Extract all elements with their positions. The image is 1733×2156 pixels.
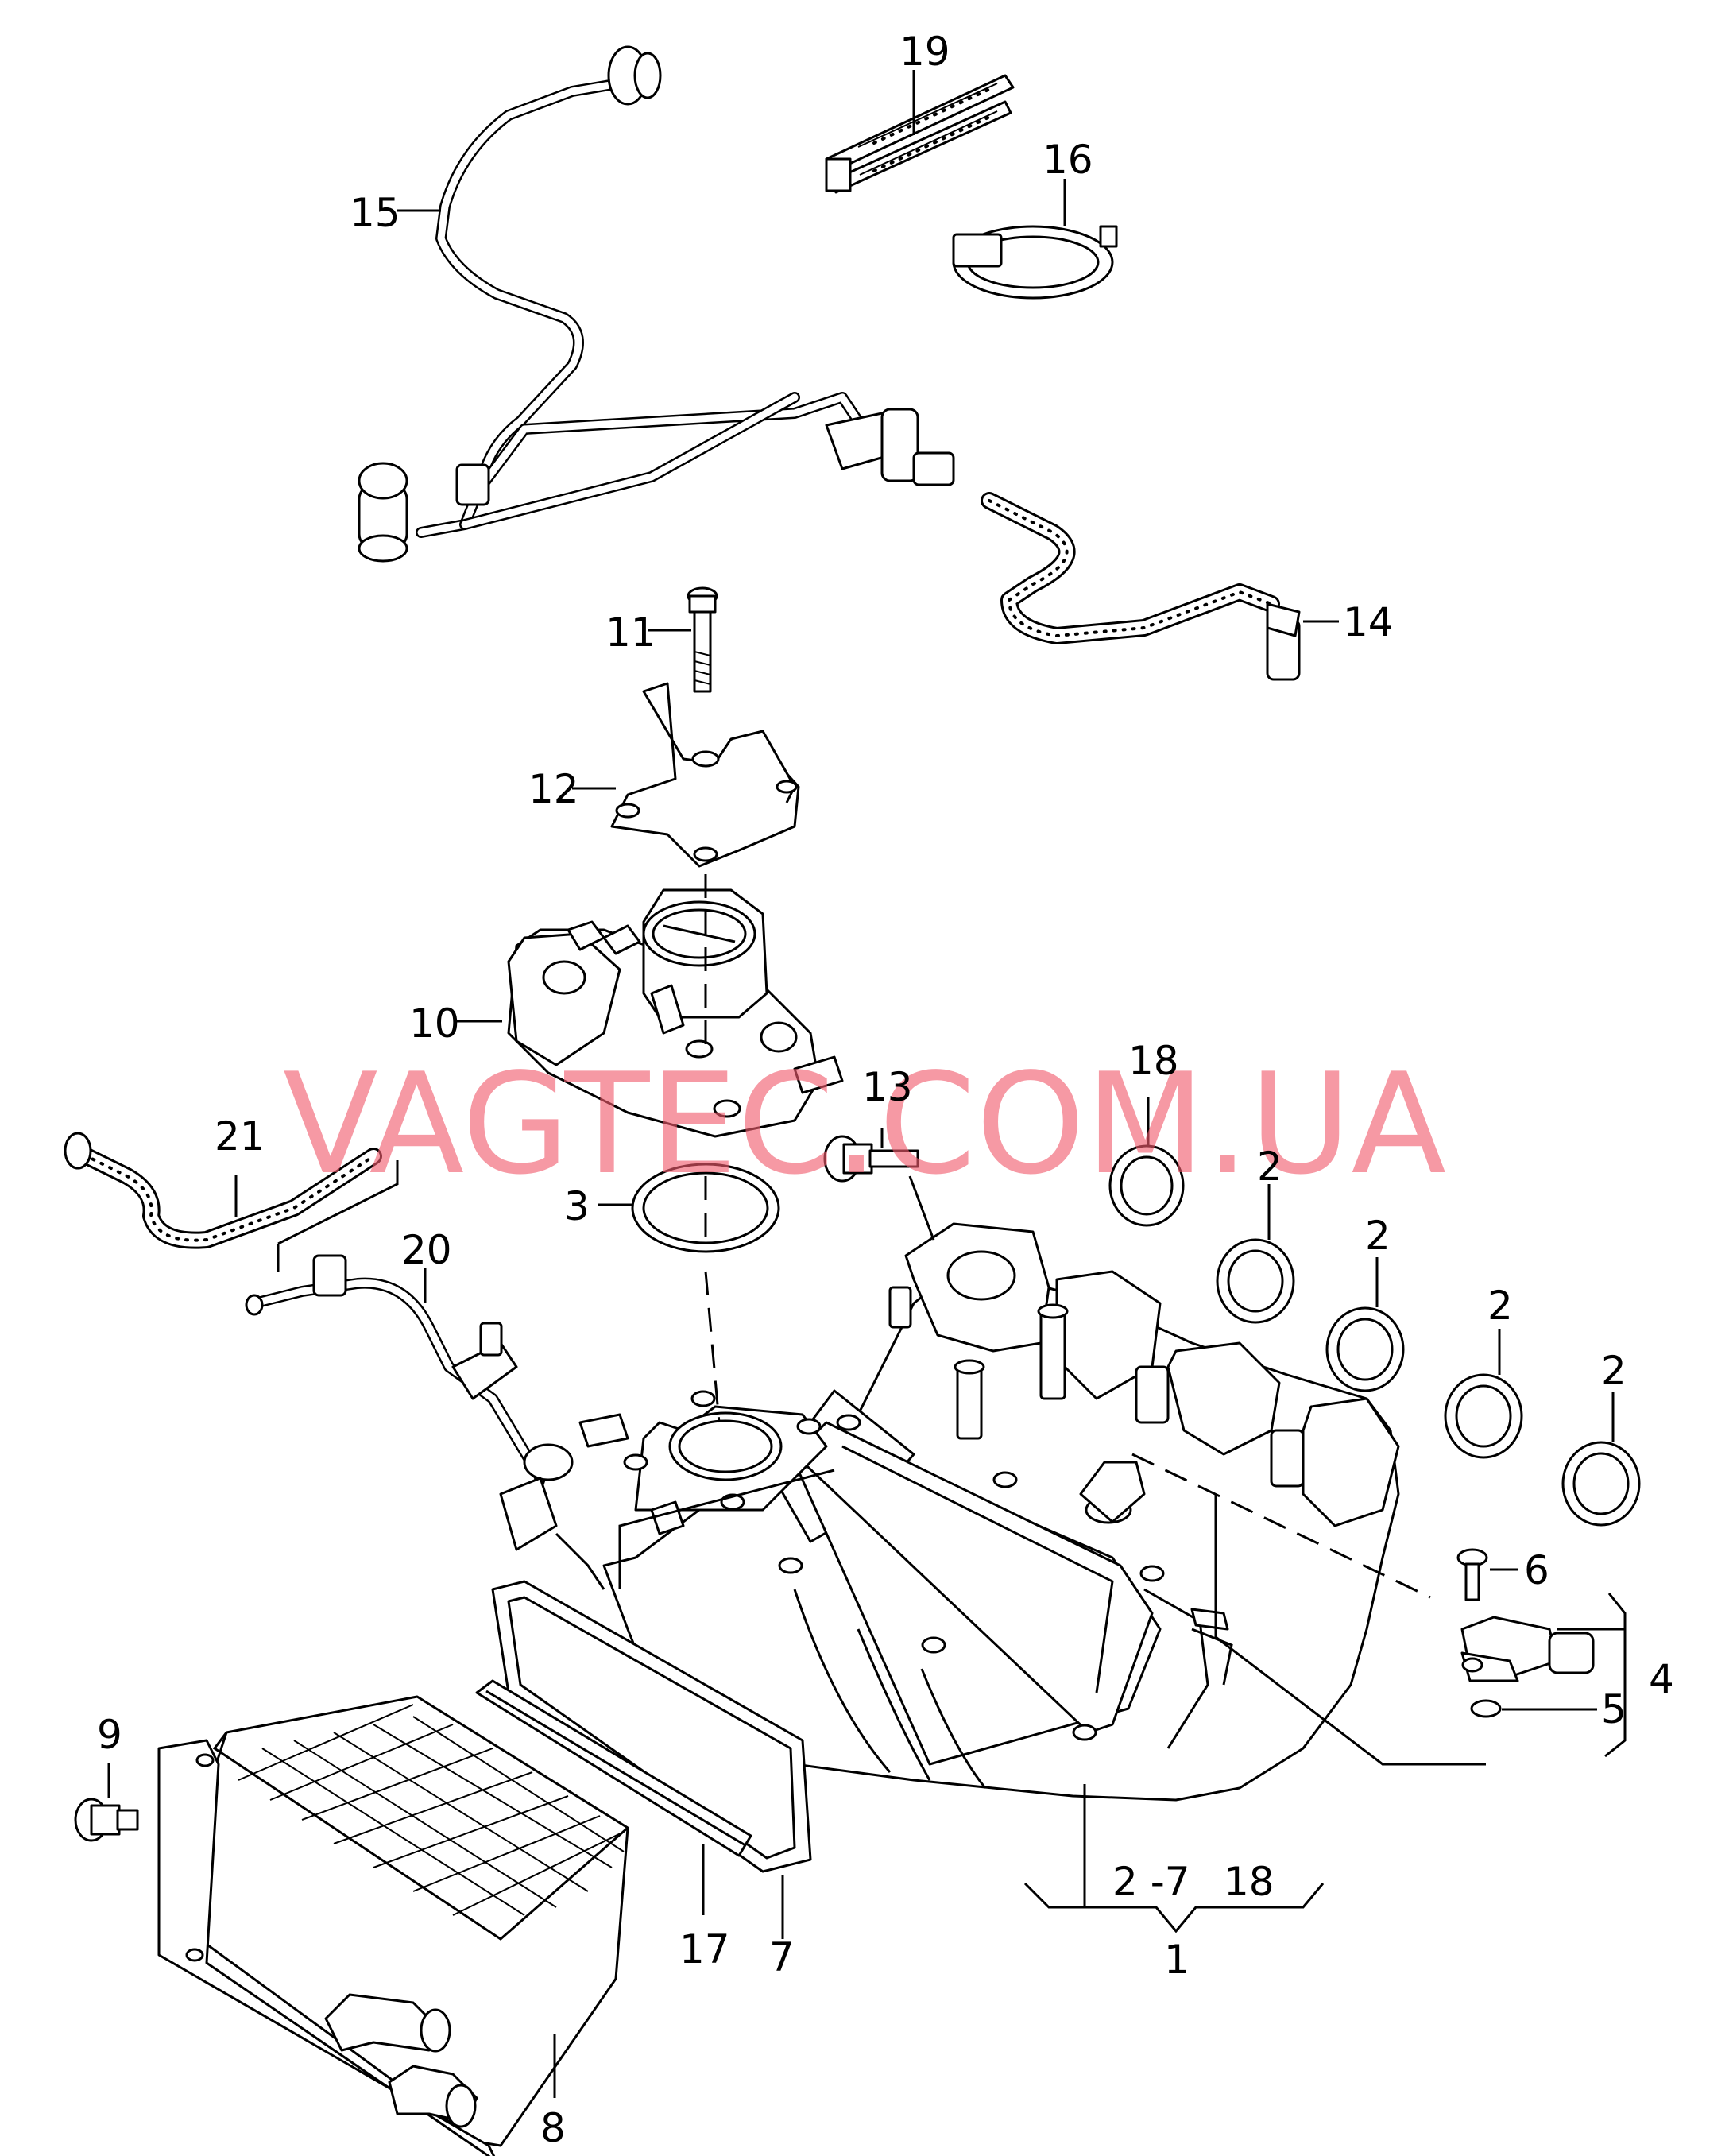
seal-ring-2-d[interactable] — [1561, 1392, 1641, 1527]
screw-6[interactable] — [1456, 1548, 1518, 1601]
callout-13: 13 — [862, 1064, 913, 1110]
callout-10: 10 — [409, 1001, 460, 1047]
o-ring-5[interactable] — [1470, 1699, 1597, 1718]
gasket-frame-7[interactable] — [491, 1580, 812, 1939]
hose-21[interactable] — [64, 1132, 382, 1249]
callout-2-7: 2 -7 — [1112, 1859, 1190, 1905]
bracket-4 — [1604, 1593, 1627, 1758]
callout-18-top: 18 — [1128, 1038, 1179, 1084]
screw-13[interactable] — [823, 1128, 919, 1183]
pipe-20[interactable] — [245, 1160, 574, 1551]
cable-tie-19[interactable] — [825, 70, 1015, 194]
callout-14: 14 — [1343, 599, 1394, 645]
callout-15: 15 — [350, 190, 400, 236]
assembly-line-manifold — [618, 1469, 835, 1589]
alignment-line-flange — [704, 1271, 721, 1423]
callout-6: 6 — [1524, 1547, 1549, 1593]
callout-3: 3 — [564, 1183, 590, 1229]
callout-21: 21 — [215, 1113, 265, 1159]
vacuum-pipe-15[interactable] — [358, 45, 955, 563]
callout-9: 9 — [97, 1712, 122, 1758]
callout-5: 5 — [1601, 1686, 1627, 1732]
callout-2-c: 2 — [1487, 1283, 1513, 1329]
seal-ring-2-b[interactable] — [1325, 1257, 1405, 1392]
hose-clamp-16[interactable] — [952, 179, 1118, 300]
sensor-4[interactable] — [1460, 1616, 1625, 1682]
callout-17: 17 — [679, 1926, 730, 1972]
callout-20: 20 — [401, 1227, 452, 1273]
callout-11: 11 — [605, 610, 656, 656]
bolt-9[interactable] — [74, 1763, 139, 1842]
gasket-3[interactable] — [598, 1163, 780, 1253]
seal-ring-2-a[interactable] — [1216, 1184, 1295, 1324]
callout-2-a: 2 — [1257, 1144, 1282, 1190]
bolt-11[interactable] — [648, 586, 718, 693]
bracket-1 — [1023, 1882, 1325, 1933]
throttle-body-10[interactable] — [457, 888, 844, 1138]
assembly-line-hose-20 — [555, 1532, 605, 1590]
assembly-line-sensor — [1214, 1494, 1486, 1766]
callout-12: 12 — [528, 766, 579, 812]
watermark: VAGTEC.COM.UA — [283, 1044, 1446, 1206]
intake-manifold-1[interactable] — [578, 1222, 1400, 1802]
assembly-line-screw-13 — [908, 1175, 935, 1241]
callout-19: 19 — [899, 29, 950, 75]
seal-strip-17[interactable] — [475, 1679, 752, 1915]
callout-16: 16 — [1043, 137, 1093, 183]
callout-1: 1 — [1164, 1937, 1190, 1983]
alignment-line-sensor — [1131, 1453, 1431, 1599]
callout-2-d: 2 — [1601, 1348, 1627, 1394]
seal-ring-2-c[interactable] — [1444, 1329, 1523, 1459]
seal-ring-18-top[interactable] — [1108, 1097, 1185, 1227]
callout-8: 8 — [540, 2105, 566, 2151]
callout-7: 7 — [769, 1934, 795, 1980]
callout-2-b: 2 — [1365, 1213, 1391, 1259]
callout-18-bottom: 18 — [1224, 1859, 1275, 1905]
bracket-12[interactable] — [572, 682, 800, 868]
callout-4: 4 — [1649, 1656, 1674, 1702]
hose-14[interactable] — [981, 492, 1339, 681]
intercooler-8[interactable] — [157, 1695, 629, 2156]
